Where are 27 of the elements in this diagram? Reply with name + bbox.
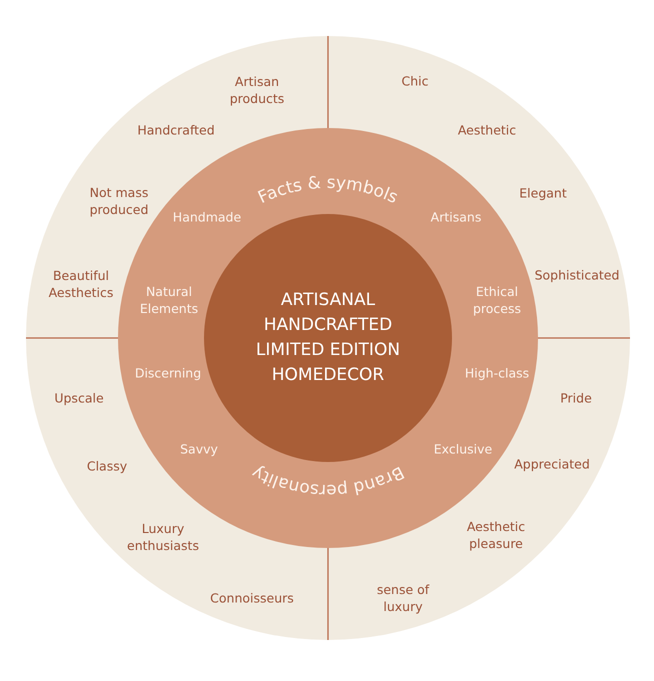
keyword-label: Classy (86, 458, 128, 474)
keyword-label: Sophisticated (534, 266, 620, 284)
keyword-label: Aesthetic (458, 122, 516, 138)
center-title: ARTISANAL HANDCRAFTED LIMITED EDITION HOMEDECOR (254, 289, 402, 387)
ring-keyword: High-class (464, 364, 530, 382)
ring-title: Brand personality (248, 462, 408, 500)
keyword-label: Beautiful Aesthetics (48, 267, 114, 301)
keyword-label: Handcrafted (137, 122, 215, 138)
ring-keyword: Natural Elements (138, 283, 200, 317)
keyword-label: Upscale (54, 390, 104, 406)
keyword-label: Luxury enthusiasts (126, 520, 200, 554)
ring-title: Facts & symbols (255, 172, 401, 208)
keyword-label: Connoisseurs (210, 590, 294, 606)
ring-keyword: Exclusive (434, 440, 492, 458)
ring-keyword: Artisans (430, 208, 482, 226)
keyword-label: Artisan products (228, 73, 286, 107)
ring-keyword: Ethical process (472, 283, 522, 317)
keyword-label: Elegant (519, 184, 567, 202)
keyword-label: Not mass produced (88, 184, 150, 218)
keyword-label: sense of luxury (376, 581, 430, 615)
keyword-label: Chic (402, 72, 428, 90)
ring-keyword: Discerning (134, 364, 202, 382)
keyword-label: Appreciated (514, 456, 590, 472)
keyword-label: Pride (560, 390, 592, 406)
keyword-label: Aesthetic pleasure (466, 518, 526, 552)
ring-keyword: Savvy (180, 440, 218, 458)
ring-keyword: Handmade (172, 208, 242, 226)
